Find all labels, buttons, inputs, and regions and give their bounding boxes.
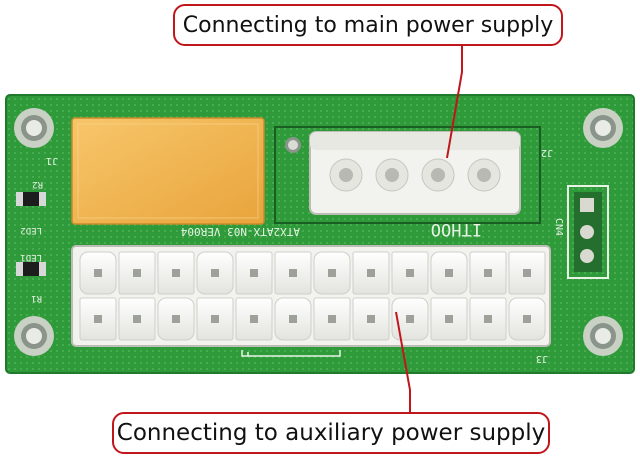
callout-leader-bottom xyxy=(395,311,411,412)
molex-pin xyxy=(375,158,409,192)
smd-resistor xyxy=(16,192,46,206)
label-r1: R1 xyxy=(31,293,42,303)
atx-pin xyxy=(118,297,156,341)
atx-pin xyxy=(274,251,312,295)
molex-pin xyxy=(467,158,501,192)
mounting-hole xyxy=(14,316,54,356)
callout-auxiliary-power: Connecting to auxiliary power supply xyxy=(112,412,550,454)
label-j3: J3 xyxy=(536,353,548,364)
label-r2: R2 xyxy=(32,179,43,189)
atx-pin xyxy=(313,297,351,341)
callout-auxiliary-power-text: Connecting to auxiliary power supply xyxy=(116,420,546,446)
callout-leader-top xyxy=(446,46,463,159)
atx-pin xyxy=(508,297,546,341)
label-brand: ITHOO xyxy=(431,219,482,239)
atx-pin xyxy=(391,251,429,295)
atx-pin xyxy=(235,297,273,341)
atx-pin xyxy=(196,251,234,295)
atx-pin xyxy=(352,297,390,341)
atx-pin xyxy=(79,251,117,295)
molex-4pin-connector xyxy=(309,131,521,215)
molex-pin xyxy=(421,158,455,192)
atx-pin xyxy=(508,251,546,295)
atx-pin xyxy=(313,251,351,295)
atx-pin xyxy=(235,251,273,295)
relay xyxy=(71,117,265,225)
cn4-header xyxy=(567,185,609,279)
atx-pin xyxy=(391,297,429,341)
label-j1: J1 xyxy=(46,155,58,166)
mounting-hole xyxy=(14,108,54,148)
atx-pin xyxy=(157,251,195,295)
callout-main-power: Connecting to main power supply xyxy=(173,4,563,46)
atx-pin xyxy=(469,297,507,341)
atx-pin xyxy=(157,297,195,341)
callout-main-power-text: Connecting to main power supply xyxy=(182,12,554,38)
atx-pin xyxy=(196,297,234,341)
label-cn4: CN4 xyxy=(553,218,564,236)
mounting-hole xyxy=(583,316,623,356)
label-model: ATX2ATX-N03 VER004 xyxy=(180,225,300,238)
label-led2: LED2 xyxy=(20,225,42,235)
atx-pin xyxy=(469,251,507,295)
atx-24pin-connector xyxy=(71,245,551,347)
atx-pin xyxy=(118,251,156,295)
label-j2: J2 xyxy=(541,147,553,158)
atx-pin xyxy=(430,251,468,295)
atx-pin xyxy=(79,297,117,341)
molex-pin xyxy=(329,158,363,192)
label-led1: LED1 xyxy=(20,252,42,262)
atx-pin xyxy=(430,297,468,341)
atx-pin xyxy=(352,251,390,295)
mounting-hole xyxy=(583,108,623,148)
smd-led xyxy=(16,262,46,276)
atx-pin xyxy=(274,297,312,341)
